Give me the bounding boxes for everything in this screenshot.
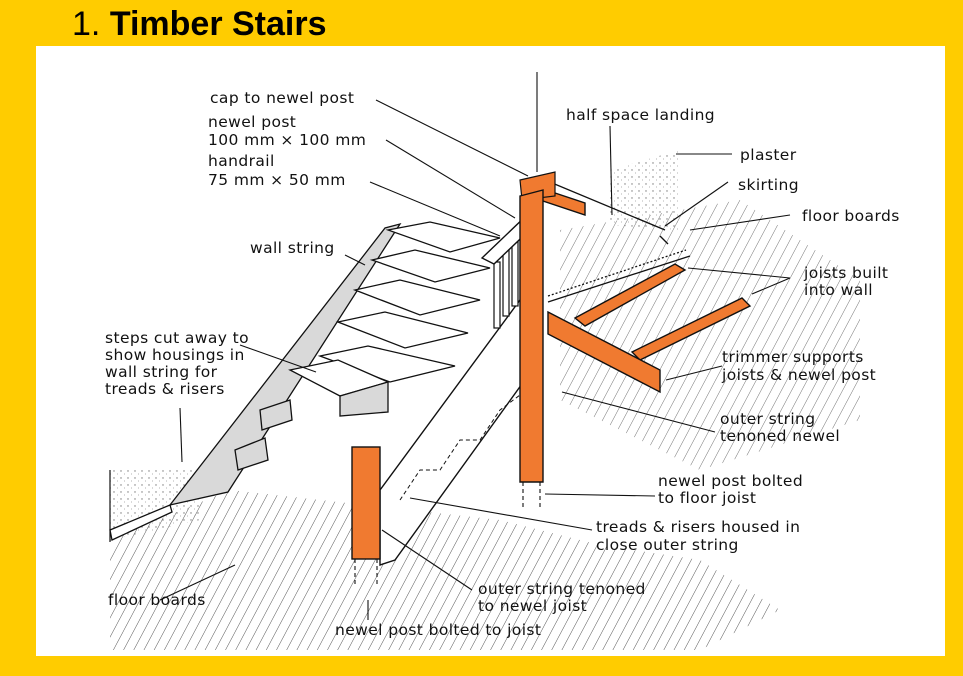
label-wall-string: wall string [250, 239, 335, 257]
label-landing: half space landing [566, 106, 715, 124]
labels: cap to newel post newel post 100 mm × 10… [105, 89, 900, 639]
label-skirting: skirting [738, 176, 799, 194]
label-joists-2: into wall [804, 281, 873, 299]
label-floor-left: floor boards [108, 591, 206, 609]
label-newel-1: newel post [208, 113, 296, 131]
label-trimmer-1: trimmer supports [722, 348, 864, 366]
label-newel-floor-1: newel post bolted [658, 472, 803, 490]
slide-number: 1. [72, 5, 101, 43]
skirting-left [109, 470, 173, 542]
slide-title: 1. Timber Stairs [72, 2, 327, 46]
label-outer-tenon-2: to newel joist [478, 597, 587, 615]
label-handrail-1: handrail [208, 152, 275, 170]
label-steps-4: treads & risers [105, 380, 225, 398]
label-steps-3: wall string for [105, 363, 218, 381]
label-steps-1: steps cut away to [105, 329, 249, 347]
floor-hatching [110, 200, 860, 650]
label-newel-joist: newel post bolted to joist [335, 621, 541, 639]
label-newel-2: 100 mm × 100 mm [208, 131, 366, 149]
label-joists-1: joists built [803, 264, 888, 282]
label-treads-2: close outer string [596, 536, 739, 554]
label-floor-right: floor boards [802, 207, 900, 225]
label-plaster: plaster [740, 146, 797, 164]
wall-string [168, 222, 402, 507]
label-outer-string-2: tenoned newel [720, 427, 840, 445]
leader-lines [159, 72, 791, 620]
bolt-lines [354, 482, 541, 586]
balusters [493, 239, 519, 329]
label-outer-tenon-1: outer string tenoned [478, 580, 646, 598]
slide-title-text: Timber Stairs [109, 5, 327, 43]
label-steps-2: show housings in [105, 346, 245, 364]
label-handrail-2: 75 mm × 50 mm [208, 171, 346, 189]
timber-members [351, 171, 752, 560]
label-cap: cap to newel post [210, 89, 354, 107]
label-treads-1: treads & risers housed in [596, 518, 800, 536]
landing [544, 179, 691, 303]
label-newel-floor-2: to floor joist [658, 489, 756, 507]
steps [234, 221, 501, 471]
label-trimmer-2: joists & newel post [721, 366, 876, 384]
label-outer-string-1: outer string [720, 410, 816, 428]
